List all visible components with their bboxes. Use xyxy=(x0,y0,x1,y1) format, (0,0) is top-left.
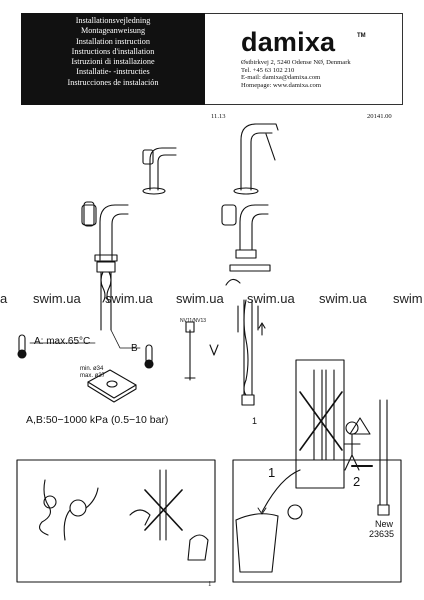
page-number: 1 xyxy=(208,580,212,588)
watermark-2: swim.ua xyxy=(105,291,153,306)
temperature-label: A: max.65°C xyxy=(34,336,91,347)
title-italian: Istruzioni di installazione xyxy=(71,57,155,67)
title-english: Installation instruction xyxy=(76,36,150,46)
watermark-4: swim.ua xyxy=(247,291,295,306)
arrow-to-bin xyxy=(261,469,301,513)
panel-hose-handling xyxy=(16,459,216,583)
step-one-small: 1 xyxy=(252,416,258,426)
wrench-tool xyxy=(184,321,219,381)
warning-triangle xyxy=(349,417,371,435)
part-number: 23635 xyxy=(369,529,395,539)
phone-line: Tel. +45 63 102 210 xyxy=(241,66,295,74)
faucet-tall-illustration xyxy=(233,123,279,195)
email-line: E-mail: damixa@damixa.com xyxy=(241,74,321,82)
document-number: 20141.00 xyxy=(367,113,392,120)
step-two: 2 xyxy=(353,474,361,489)
watermark-3: swim.ua xyxy=(176,291,224,306)
label-b: B xyxy=(131,343,138,354)
hose-bent-wrong xyxy=(39,479,57,536)
tool-label: NV11/NV13 xyxy=(180,318,207,324)
pressure-spec: A,B:50−1000 kPa (0.5−10 bar) xyxy=(26,414,169,426)
header-brand-box xyxy=(205,13,403,105)
title-danish: Installationsvejledning xyxy=(75,16,151,25)
title-german: Montageanweisung xyxy=(80,26,146,36)
trash-bin xyxy=(235,513,279,573)
hose-cross-out xyxy=(144,469,183,541)
company-address: Østbirkvej 2, 5240 Odense NØ, Denmark Te… xyxy=(241,59,351,90)
hand-tightening xyxy=(129,509,209,561)
watermark-0: a xyxy=(0,291,8,306)
title-french: Instructions d'installation xyxy=(71,46,155,56)
faucet-assembly-right xyxy=(221,204,271,406)
brand-logo: damixa xyxy=(241,27,336,57)
thermometer-left xyxy=(17,334,27,359)
trademark: TM xyxy=(357,33,366,39)
homepage-line: Homepage: www.damixa.com xyxy=(241,82,321,90)
old-hose-box xyxy=(295,359,345,489)
mounting-plate xyxy=(87,369,137,403)
min-diameter: min. ø34 xyxy=(80,366,104,372)
new-hose xyxy=(377,399,390,516)
watermark-6: swim xyxy=(393,291,423,306)
address-line: Østbirkvej 2, 5240 Odense NØ, Denmark xyxy=(241,59,351,66)
new-label: New xyxy=(375,519,394,529)
panel-hose-replacement xyxy=(232,459,402,583)
title-dutch: Installatie- -instructies xyxy=(76,67,150,77)
faucet-short-illustration xyxy=(142,147,177,195)
watermark-1: swim.ua xyxy=(33,291,81,306)
step-one: 1 xyxy=(268,465,276,480)
max-diameter: max. ø37 xyxy=(80,373,106,379)
hose-loop-correct xyxy=(63,487,99,541)
faucet-assembly-left xyxy=(81,201,129,331)
thermometer-right xyxy=(144,344,154,369)
title-box: Installationsvejledning Montageanweisung… xyxy=(21,13,205,105)
old-hoses xyxy=(299,369,343,461)
title-spanish: Instrucciones de instalación xyxy=(67,77,159,87)
watermark-5: swim.ua xyxy=(319,291,367,306)
version-date: 11.13 xyxy=(211,113,226,120)
